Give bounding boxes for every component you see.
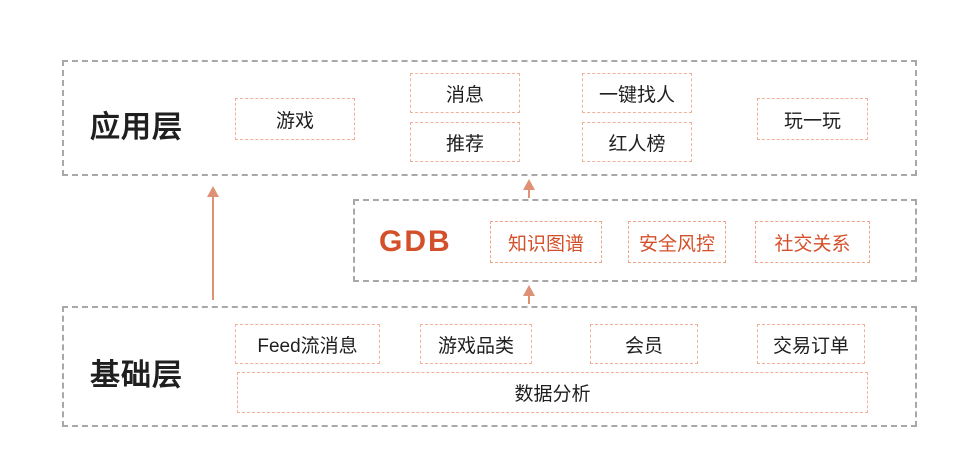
chip-games: 游戏: [235, 98, 355, 140]
chip-data-analysis: 数据分析: [237, 372, 868, 413]
chip-message-label: 消息: [445, 84, 484, 106]
chip-security-risk-control: 安全风控: [628, 221, 726, 263]
chip-one-click-find-people-label: 一键找人: [598, 84, 675, 106]
arrow-head: [523, 179, 535, 190]
chip-social-relations-label: 社交关系: [774, 233, 851, 255]
chip-feed-stream-messages-label: Feed流消息: [257, 335, 358, 357]
chip-play-around-label: 玩一玩: [783, 110, 841, 132]
up-arrow-base-to-gdb-icon: [522, 285, 536, 304]
chip-members: 会员: [590, 324, 698, 364]
arrow-shaft: [528, 188, 530, 198]
base-layer-title: 基础层: [90, 359, 183, 392]
chip-game-categories-label: 游戏品类: [437, 335, 514, 357]
chip-celebrity-ranking-label: 红人榜: [608, 133, 666, 155]
chip-feed-stream-messages: Feed流消息: [235, 324, 380, 364]
up-arrow-base-to-app-icon: [206, 186, 220, 300]
chip-game-categories: 游戏品类: [420, 324, 532, 364]
chip-trade-orders-label: 交易订单: [772, 335, 849, 357]
chip-data-analysis-label: 数据分析: [514, 384, 591, 405]
arrow-shaft: [212, 195, 214, 300]
chip-knowledge-graph: 知识图谱: [490, 221, 602, 263]
up-arrow-gdb-to-app-icon: [522, 179, 536, 198]
chip-one-click-find-people: 一键找人: [582, 73, 692, 113]
chip-social-relations: 社交关系: [755, 221, 870, 263]
arrow-shaft: [528, 294, 530, 304]
chip-recommend-label: 推荐: [445, 133, 484, 155]
chip-celebrity-ranking: 红人榜: [582, 122, 692, 162]
chip-games-label: 游戏: [275, 110, 314, 132]
chip-message: 消息: [410, 73, 520, 113]
chip-security-risk-control-label: 安全风控: [638, 233, 715, 255]
application-layer-title: 应用层: [90, 111, 183, 144]
chip-recommend: 推荐: [410, 122, 520, 162]
arrow-head: [207, 186, 219, 197]
arrow-head: [523, 285, 535, 296]
chip-knowledge-graph-label: 知识图谱: [507, 233, 584, 255]
chip-members-label: 会员: [624, 335, 663, 357]
gdb-layer-title: GDB: [379, 225, 452, 258]
chip-trade-orders: 交易订单: [757, 324, 865, 364]
chip-play-around: 玩一玩: [757, 98, 868, 140]
